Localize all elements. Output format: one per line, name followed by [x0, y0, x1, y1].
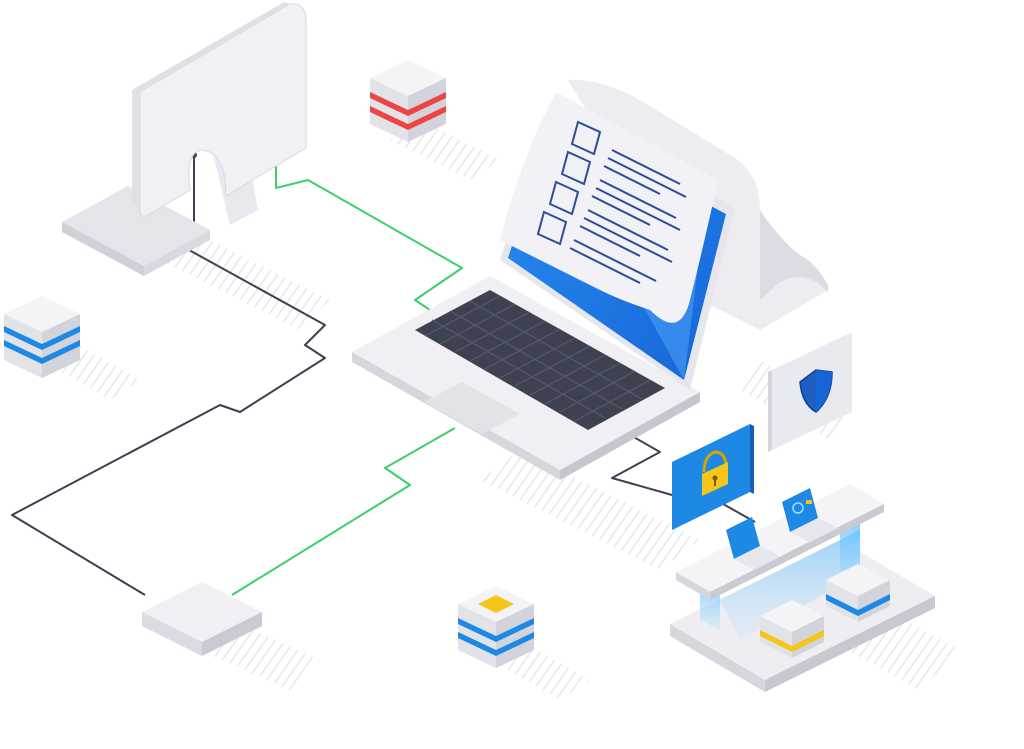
shield-panel [768, 332, 852, 452]
checkbox-icon [536, 210, 568, 246]
padlock-panel [672, 424, 754, 530]
monitor-icon [62, 2, 307, 276]
server-stack-icon [458, 586, 534, 668]
checkbox-list [536, 120, 602, 246]
dark-cable-lock [611, 431, 673, 496]
green-cable-bottom [231, 427, 456, 596]
checkbox-icon [560, 150, 592, 186]
server-stack-icon [370, 60, 446, 142]
network-node-pad [142, 582, 262, 656]
trackpad [424, 382, 520, 434]
document-sheet [500, 92, 718, 323]
padlock-icon [702, 450, 728, 496]
text-lines [569, 149, 687, 284]
server-stack-icon [4, 296, 80, 378]
server-stack-icon [760, 600, 824, 658]
server-stack-icon [826, 564, 890, 622]
desk-workstation [670, 484, 935, 692]
network-cables [11, 109, 756, 596]
green-cable-top [275, 112, 463, 311]
checkbox-icon [548, 180, 580, 216]
small-laptop [726, 517, 780, 570]
keyboard [415, 290, 665, 430]
checkbox-icon [570, 120, 602, 156]
small-laptop [782, 488, 838, 542]
